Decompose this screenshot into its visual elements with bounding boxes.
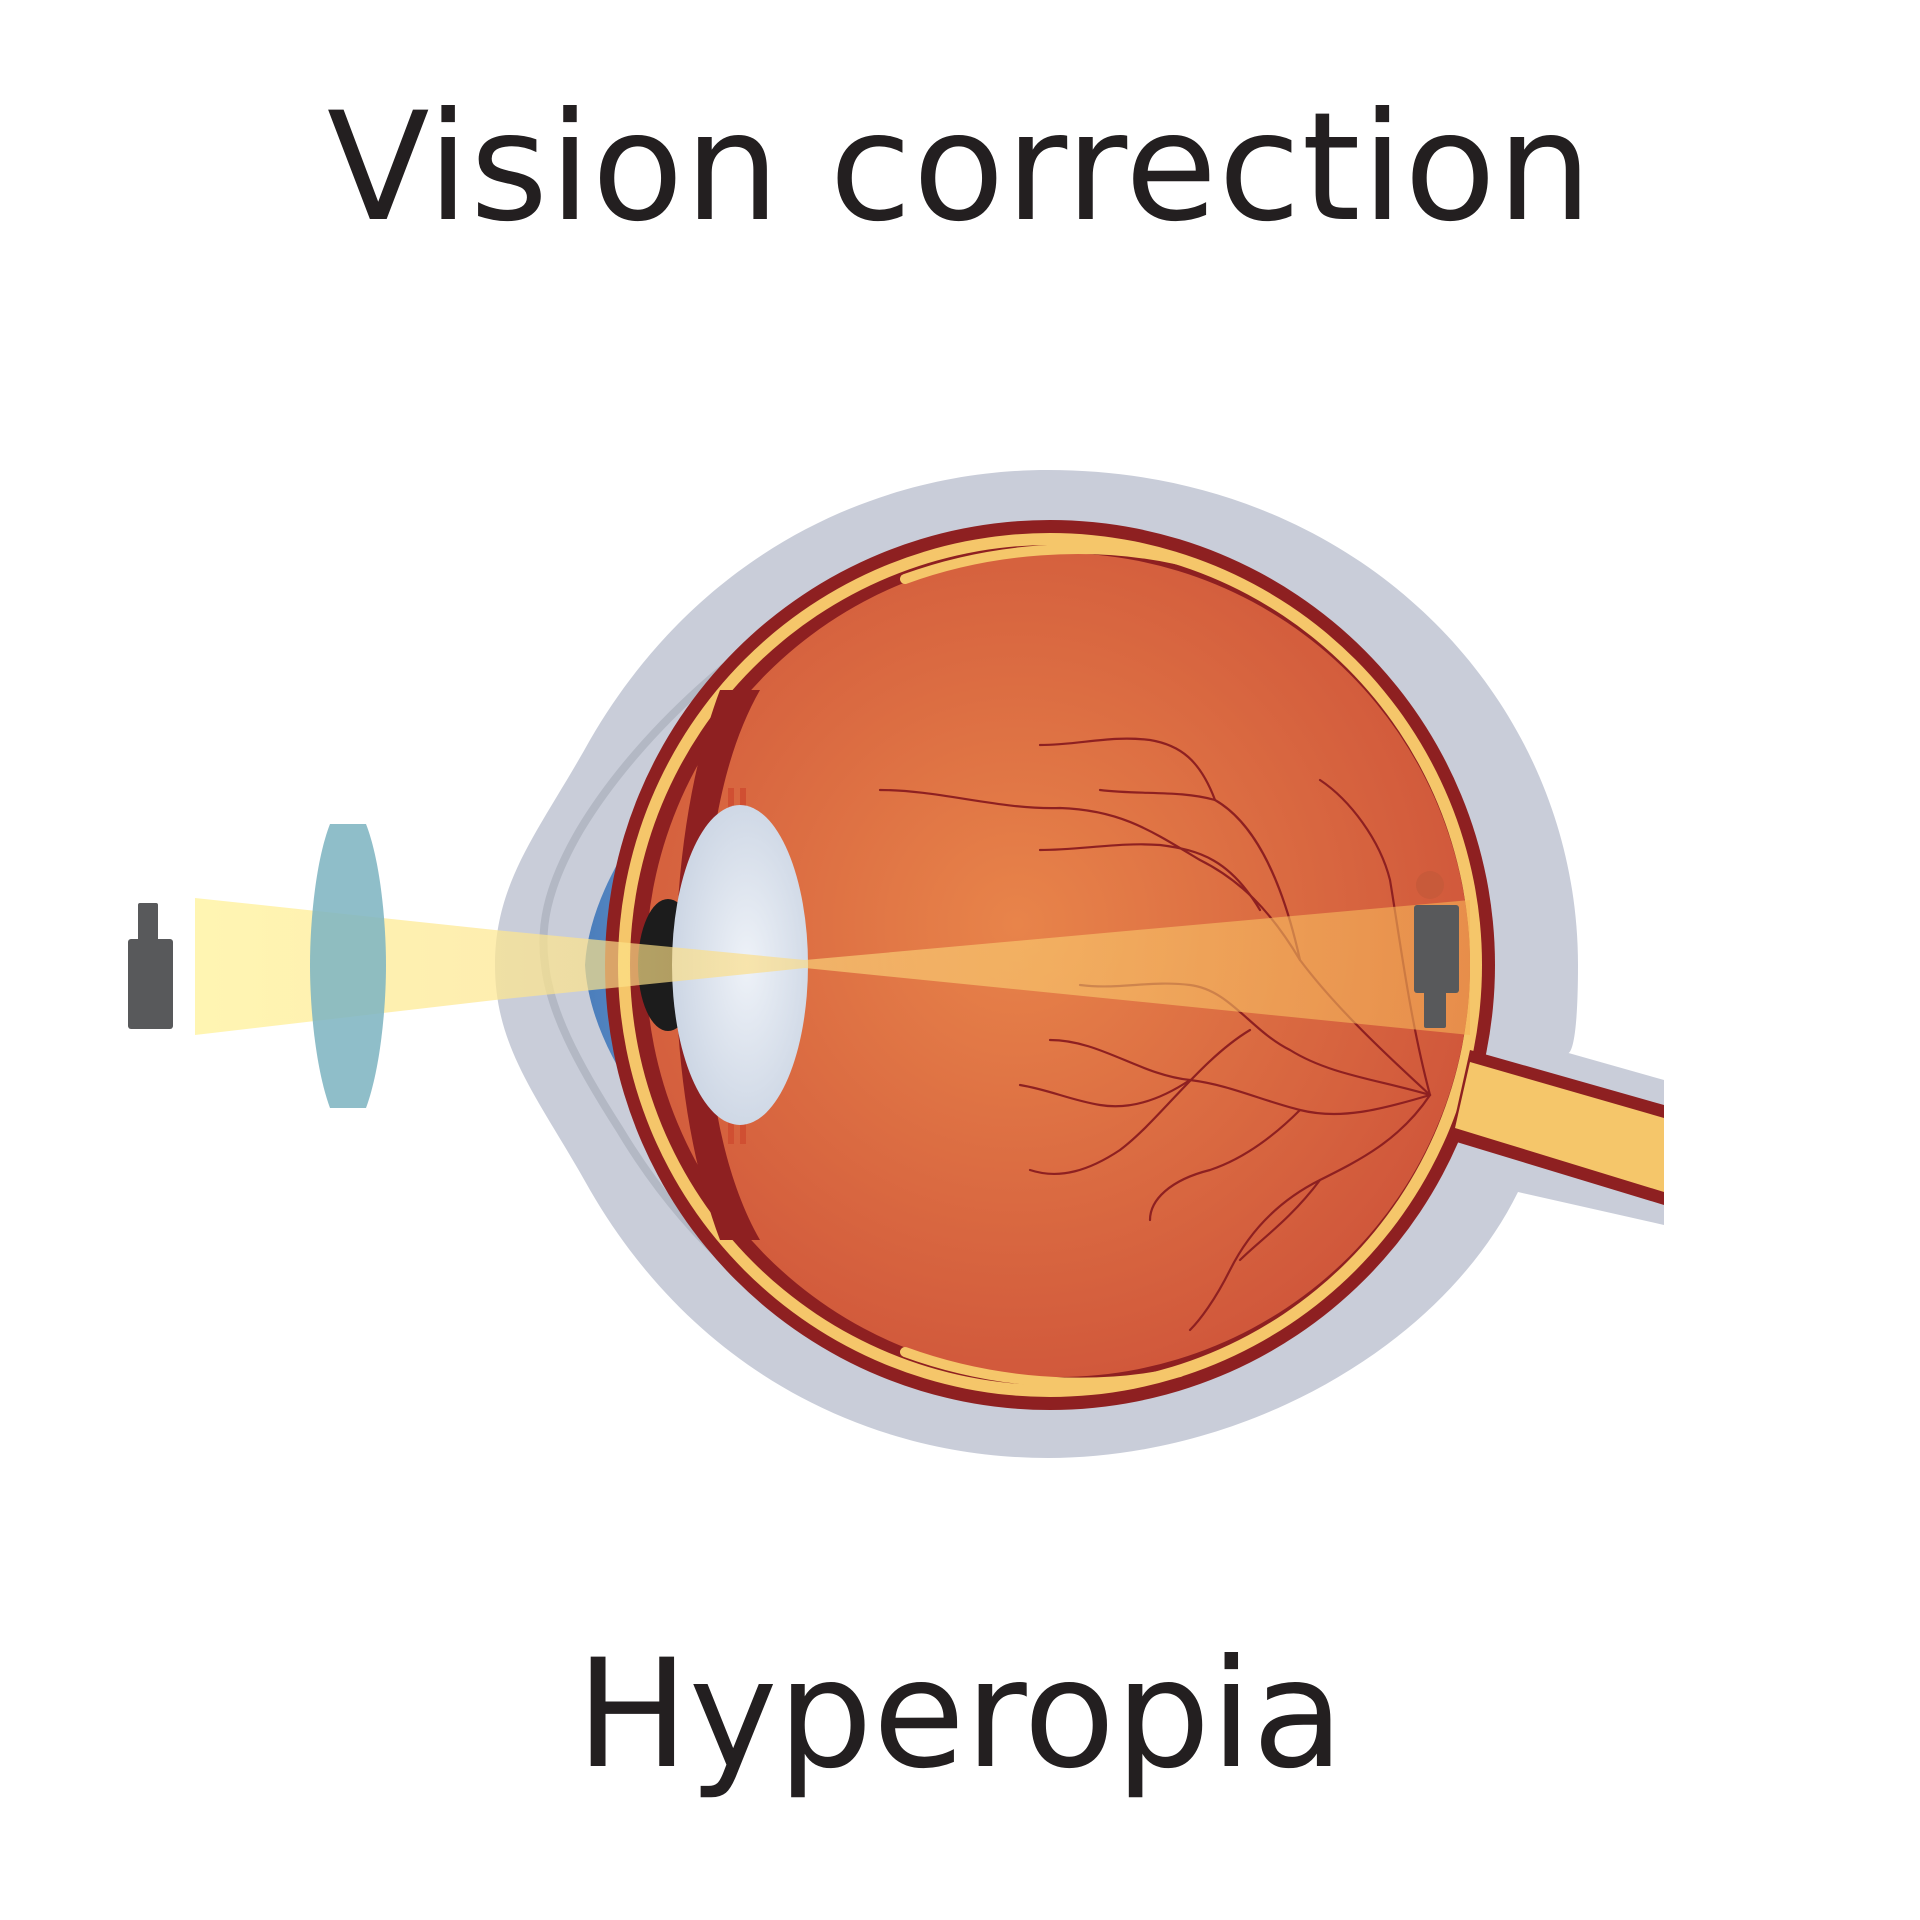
diagram-title: Vision correction [326,81,1594,255]
inverted-bottle-image-icon [1414,905,1459,1028]
condition-label: Hyperopia [575,1628,1345,1802]
macula [1416,871,1444,899]
ciliary-fibers [728,788,746,1144]
light-beam [195,898,1470,1035]
bottle-object-icon [128,903,173,1029]
ciliary-region [676,690,760,1240]
corrective-lens [310,824,386,1108]
